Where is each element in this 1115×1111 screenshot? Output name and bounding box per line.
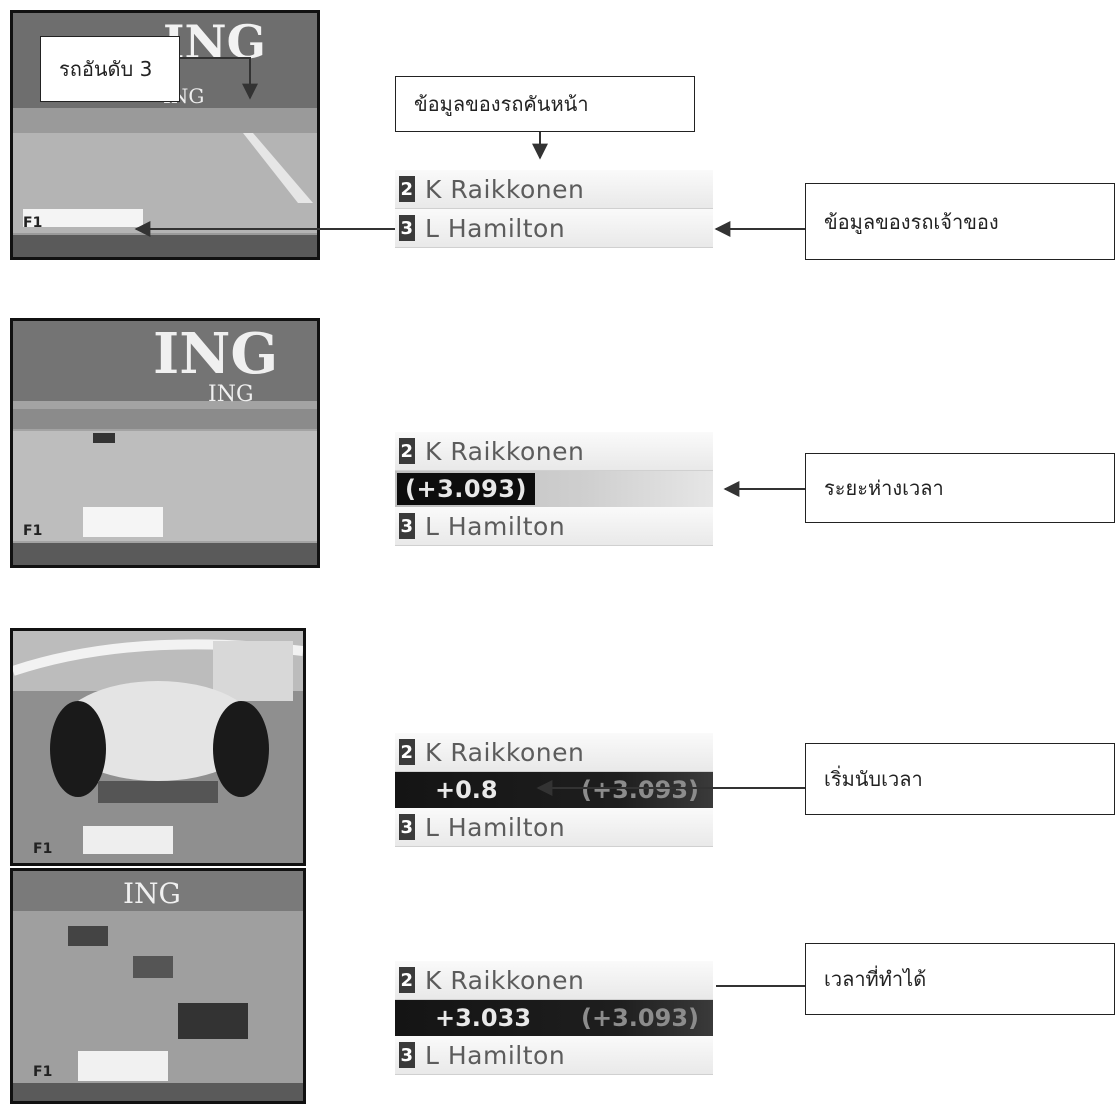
driver-name: L Hamilton xyxy=(425,213,566,243)
label-car-3-text: รถอันดับ 3 xyxy=(59,57,153,81)
previous-gap-value: (+3.093) xyxy=(581,1004,699,1032)
label-start-timing: เริ่มนับเวลา xyxy=(805,743,1115,815)
driver-name: K Raikkonen xyxy=(425,436,585,466)
label-time-achieved-text: เวลาที่ทำได้ xyxy=(824,967,927,991)
driver-name: K Raikkonen xyxy=(425,965,585,995)
driver-name: L Hamilton xyxy=(425,511,566,541)
label-time-gap-text: ระยะห่างเวลา xyxy=(824,476,944,500)
race-screenshot-3: F1 xyxy=(10,628,306,866)
ticker-time-row: +0.8 (+3.093) xyxy=(395,772,713,808)
ticker-row-own: 3 L Hamilton xyxy=(395,209,713,248)
ticker-row-own: 3 L Hamilton xyxy=(395,1036,713,1075)
ticker-panel-1: 2 K Raikkonen 3 L Hamilton xyxy=(395,170,713,248)
position-number: 2 xyxy=(399,438,415,464)
ticker-row-leader: 2 K Raikkonen xyxy=(395,170,713,209)
label-car-ahead-text: ข้อมูลของรถคันหน้า xyxy=(414,92,589,116)
label-own-car-text: ข้อมูลของรถเจ้าของ xyxy=(824,209,999,234)
f1-logo: F1 xyxy=(33,841,52,857)
race-screenshot-4: ING F1 xyxy=(10,868,306,1104)
label-time-achieved: เวลาที่ทำได้ xyxy=(805,943,1115,1015)
ticker-panel-2: 2 K Raikkonen (+3.093) 3 L Hamilton xyxy=(395,432,713,546)
f1-logo: F1 xyxy=(23,523,42,539)
previous-gap-value: (+3.093) xyxy=(581,776,699,804)
label-start-timing-text: เริ่มนับเวลา xyxy=(824,767,923,791)
driver-name: L Hamilton xyxy=(425,1040,566,1070)
position-number: 3 xyxy=(399,1042,415,1068)
f1-logo: F1 xyxy=(23,215,42,231)
race-screenshot-2: ING ING F1 xyxy=(10,318,320,568)
label-time-gap: ระยะห่างเวลา xyxy=(805,453,1115,523)
current-gap-value: +0.8 xyxy=(435,776,498,804)
driver-name: K Raikkonen xyxy=(425,174,585,204)
ticker-time-row: +3.033 (+3.093) xyxy=(395,1000,713,1036)
driver-name: K Raikkonen xyxy=(425,737,585,767)
label-car-3: รถอันดับ 3 xyxy=(40,36,180,102)
position-number: 2 xyxy=(399,739,415,765)
position-number: 3 xyxy=(399,513,415,539)
ticker-row-leader: 2 K Raikkonen xyxy=(395,733,713,772)
ing-banner-small-text: ING xyxy=(208,382,254,407)
current-gap-value: +3.033 xyxy=(435,1004,532,1032)
ticker-row-own: 3 L Hamilton xyxy=(395,507,713,546)
ticker-gap-row: (+3.093) xyxy=(395,471,713,507)
ticker-panel-3: 2 K Raikkonen +0.8 (+3.093) 3 L Hamilton xyxy=(395,733,713,847)
driver-name: L Hamilton xyxy=(425,812,566,842)
label-car-ahead: ข้อมูลของรถคันหน้า xyxy=(395,76,695,132)
position-number: 2 xyxy=(399,967,415,993)
ing-banner-text: ING xyxy=(123,877,181,910)
position-number: 3 xyxy=(399,215,415,241)
ticker-row-leader: 2 K Raikkonen xyxy=(395,961,713,1000)
f1-logo: F1 xyxy=(33,1064,52,1080)
position-number: 3 xyxy=(399,814,415,840)
ticker-row-leader: 2 K Raikkonen xyxy=(395,432,713,471)
ticker-row-own: 3 L Hamilton xyxy=(395,808,713,847)
time-gap-value: (+3.093) xyxy=(397,473,535,505)
ticker-panel-4: 2 K Raikkonen +3.033 (+3.093) 3 L Hamilt… xyxy=(395,961,713,1075)
label-own-car: ข้อมูลของรถเจ้าของ xyxy=(805,183,1115,260)
ing-banner-text: ING xyxy=(153,321,278,387)
position-number: 2 xyxy=(399,176,415,202)
